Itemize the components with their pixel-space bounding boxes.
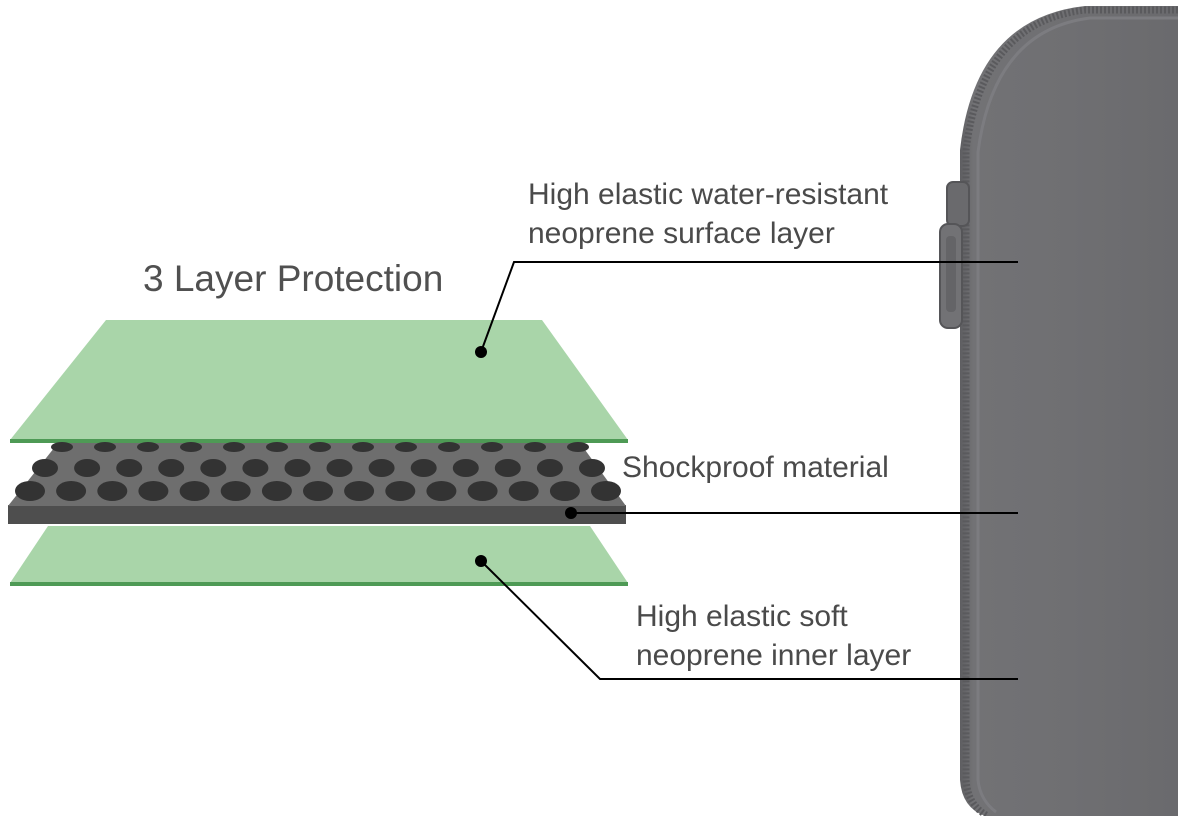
- foam-dot: [138, 481, 169, 501]
- foam-dot: [368, 459, 395, 477]
- foam-dot: [32, 459, 58, 477]
- foam-dot: [303, 481, 333, 501]
- foam-dot: [284, 459, 311, 477]
- foam-dot: [51, 442, 73, 452]
- foam-dot: [567, 442, 589, 452]
- foam-dot: [200, 459, 227, 477]
- surface-layer: [10, 320, 628, 443]
- foam-dot: [410, 459, 437, 477]
- shockproof-layer: [8, 442, 626, 524]
- foam-dot: [220, 481, 251, 501]
- foam-dot: [97, 481, 128, 501]
- foam-dot: [508, 481, 539, 501]
- inner-leader-line: [480, 560, 1018, 680]
- diagram-title: 3 Layer Protection: [143, 258, 444, 299]
- foam-dot: [223, 442, 245, 452]
- foam-dot: [158, 459, 185, 477]
- foam-dot: [15, 481, 45, 501]
- foam-dot: [344, 481, 375, 501]
- shockproof-leader-dot: [565, 507, 577, 519]
- inner-label-line-1: High elastic soft: [636, 600, 848, 633]
- foam-dot: [180, 442, 202, 452]
- foam-dot: [309, 442, 331, 452]
- foam-dot: [467, 481, 498, 501]
- foam-dot: [266, 442, 288, 452]
- sleeve-zipper-track: [962, 6, 1178, 816]
- foam-dots: [15, 442, 621, 501]
- shockproof-layer-label: Shockproof material: [622, 451, 889, 485]
- leader-dots: [475, 346, 577, 567]
- sleeve-edge-highlight: [976, 16, 1178, 814]
- foam-dot: [494, 459, 521, 477]
- surface-layer-label: High elastic water-resistant neoprene su…: [528, 175, 888, 253]
- laptop-sleeve-image: [939, 6, 1178, 816]
- surface-label-line-1: High elastic water-resistant: [528, 178, 889, 211]
- surface-leader-dot: [475, 346, 487, 358]
- surface-leader-line: [480, 261, 1018, 353]
- foam-dot: [179, 481, 210, 501]
- zipper-pull-icon: [939, 181, 970, 329]
- foam-dot: [116, 459, 143, 477]
- foam-dot: [452, 459, 479, 477]
- foam-dot: [536, 459, 563, 477]
- leader-lines: [480, 261, 1018, 680]
- foam-dot: [326, 459, 353, 477]
- foam-dot: [352, 442, 374, 452]
- shockproof-label-line-1: Shockproof material: [622, 451, 889, 484]
- inner-layer-label: High elastic soft neoprene inner layer: [636, 597, 911, 675]
- inner-label-line-2: neoprene inner layer: [636, 639, 912, 672]
- surface-label-line-2: neoprene surface layer: [528, 217, 835, 250]
- foam-dot: [137, 442, 159, 452]
- foam-dot: [395, 442, 417, 452]
- foam-dot: [549, 481, 580, 501]
- foam-dot: [94, 442, 116, 452]
- inner-leader-dot: [475, 555, 487, 567]
- foam-dot: [385, 481, 416, 501]
- foam-dot: [426, 481, 457, 501]
- sleeve-body: [960, 6, 1178, 816]
- foam-dot: [261, 481, 292, 501]
- foam-dot: [74, 459, 101, 477]
- foam-dot: [438, 442, 460, 452]
- foam-dot: [579, 459, 605, 477]
- foam-dot: [591, 481, 621, 501]
- inner-layer: [10, 526, 628, 586]
- foam-dot: [524, 442, 546, 452]
- foam-dot: [56, 481, 87, 501]
- foam-dot: [481, 442, 503, 452]
- foam-dot: [242, 459, 269, 477]
